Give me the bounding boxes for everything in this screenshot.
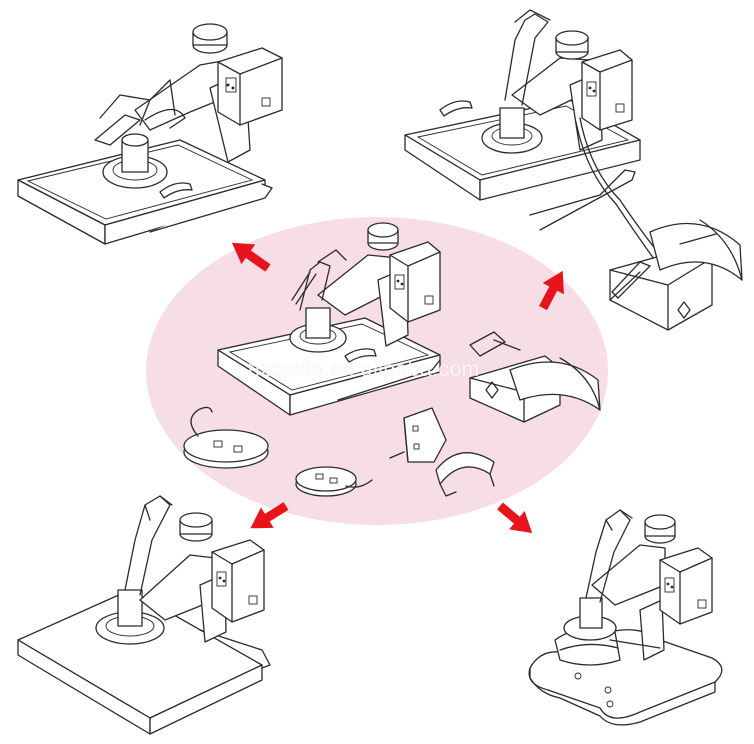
arrow-icon bbox=[497, 502, 533, 533]
cap-heater-icon bbox=[389, 407, 447, 463]
plate-heater-icon bbox=[295, 466, 373, 497]
arrow-icon bbox=[231, 242, 271, 272]
flat-press-top-left bbox=[17, 23, 283, 245]
cap-press-bottom-right bbox=[528, 509, 723, 726]
arrow-icon bbox=[250, 502, 289, 529]
cap-heater-icon bbox=[435, 452, 495, 497]
arrow-icon bbox=[539, 270, 564, 311]
watermark-text: hzcaide.en.alibaba.com bbox=[248, 358, 480, 381]
mug-heater-icon bbox=[469, 331, 601, 423]
plate-heater-icon bbox=[183, 406, 269, 469]
flat-press-with-mug-attachment-top-right bbox=[404, 9, 743, 331]
accessories-center bbox=[183, 331, 601, 497]
combo-press-center bbox=[217, 222, 441, 416]
flat-press-bottom-left bbox=[17, 495, 271, 735]
mug-heater-icon bbox=[609, 219, 743, 331]
